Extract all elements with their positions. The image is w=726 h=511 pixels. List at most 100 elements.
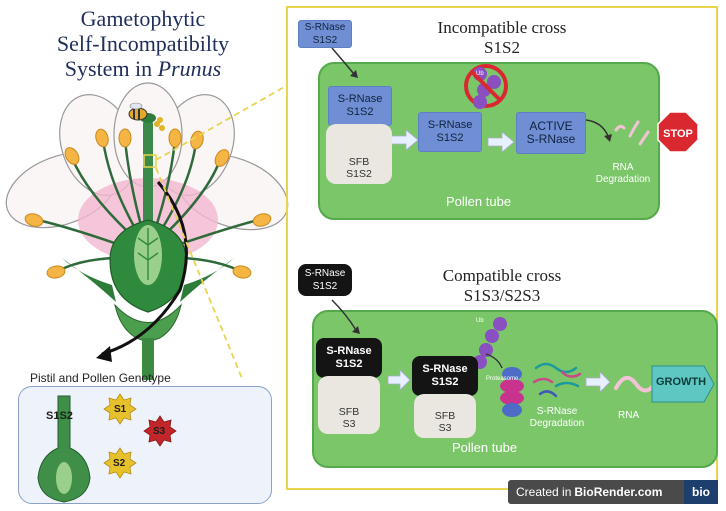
ub-prohibited-icon bbox=[464, 64, 508, 109]
rna-degradation-line2: Degradation bbox=[595, 174, 651, 185]
rna-degradation-label: RNA Degradation bbox=[588, 162, 658, 186]
rna-fragments bbox=[614, 120, 650, 146]
compatible-title-line2: S1S3/S2S3 bbox=[463, 286, 541, 305]
proteasome-icon bbox=[500, 367, 524, 417]
ubiquitin-arrow bbox=[485, 353, 503, 369]
genotype-arrow bbox=[101, 181, 188, 356]
title-genus: Prunus bbox=[157, 56, 222, 81]
ub-label: Ub bbox=[476, 318, 484, 324]
degradation-arrow bbox=[585, 119, 609, 137]
title-line-3-prefix: System in bbox=[64, 56, 158, 81]
incompatible-title: Incompatible cross S1S2 bbox=[402, 18, 602, 58]
receptacle bbox=[114, 303, 182, 343]
title-line-1: Gametophytic bbox=[80, 6, 206, 31]
incompatible-arrows bbox=[331, 47, 699, 153]
compatible-rnase-bound: S-RNase S1S2 bbox=[316, 338, 382, 378]
growth-arrow bbox=[651, 365, 715, 403]
rnase-degradation-line1: S-RNase bbox=[536, 406, 578, 417]
rnase-genotype: S1S2 bbox=[436, 132, 464, 144]
incompatible-rnase-bound: S-RNase S1S2 bbox=[328, 86, 392, 126]
diagram-title: Gametophytic Self-Incompatibilty System … bbox=[8, 6, 278, 81]
step-arrow bbox=[389, 129, 419, 151]
active-rnase: ACTIVE S-RNase bbox=[516, 112, 586, 154]
pollen-s2-icon bbox=[103, 447, 137, 479]
pistil-ovule bbox=[56, 462, 72, 494]
zoom-connector-bottom bbox=[155, 167, 244, 380]
compatible-pollen-tube-label: Pollen tube bbox=[452, 440, 518, 455]
active-name: S-RNase bbox=[526, 132, 576, 146]
rnase-fragments bbox=[532, 362, 582, 398]
genotype-arrow-head bbox=[96, 346, 112, 362]
rnase-label: S-RNase bbox=[326, 345, 372, 357]
zoom-region bbox=[143, 154, 157, 168]
ub-label: Ub bbox=[476, 71, 484, 77]
rnase-label: S-RNase bbox=[304, 268, 346, 279]
badge-brand: BioRender.com bbox=[574, 485, 663, 499]
rnase-label: S-RNase bbox=[427, 119, 473, 131]
sfb-label: SFB bbox=[434, 410, 456, 422]
badge-prefix: Created in bbox=[516, 485, 572, 499]
pollen-s1-icon bbox=[103, 393, 137, 425]
pollen-s1-label: S1 bbox=[114, 404, 127, 415]
sepal bbox=[180, 258, 234, 302]
zoom-connector-top bbox=[155, 85, 287, 161]
compatible-sfb-2: SFB S3 bbox=[414, 394, 476, 438]
stem bbox=[142, 338, 154, 380]
sepal bbox=[62, 258, 116, 302]
compatible-title: Compatible cross S1S3/S2S3 bbox=[402, 266, 602, 306]
rnase-genotype: S1S2 bbox=[335, 358, 363, 370]
rnase-label: S-RNase bbox=[337, 93, 383, 105]
pollen-s2-label: S2 bbox=[113, 458, 126, 469]
incompatible-title-line1: Incompatible cross bbox=[437, 18, 567, 37]
sfb-label: SFB bbox=[338, 406, 360, 418]
flower-illustration bbox=[5, 82, 289, 380]
rnase-label: S-RNase bbox=[422, 363, 468, 375]
sfb-genotype: S3 bbox=[438, 422, 452, 434]
step-arrow bbox=[487, 131, 515, 153]
stop-sign-icon bbox=[657, 111, 699, 153]
title-line-2: Self-Incompatibilty bbox=[56, 31, 230, 56]
pollen-s3-icon bbox=[143, 415, 177, 447]
compatible-outside-rnase: S-RNase S1S2 bbox=[298, 264, 352, 296]
rnase-genotype: S1S2 bbox=[431, 376, 459, 388]
rna-label: RNA bbox=[618, 410, 640, 421]
detail-frame bbox=[286, 6, 718, 490]
step-arrow bbox=[387, 369, 411, 391]
sfb-genotype: S3 bbox=[342, 418, 356, 430]
step-arrow bbox=[585, 371, 611, 393]
degradation-arrow-head bbox=[604, 134, 612, 142]
rnase-label: S-RNase bbox=[304, 22, 346, 33]
compatible-sfb-1: SFB S3 bbox=[318, 376, 380, 434]
rnase-genotype: S1S2 bbox=[312, 281, 338, 292]
pistil-icon bbox=[37, 395, 91, 503]
ubiquitin-chain-icon bbox=[473, 317, 507, 369]
uptake-arrow-head bbox=[350, 70, 358, 78]
compatible-rnase-targeted: S-RNase S1S2 bbox=[412, 356, 478, 396]
anthers bbox=[24, 128, 272, 279]
rna-strand bbox=[614, 376, 658, 393]
genotype-label: Pistil and Pollen Genotype bbox=[30, 371, 171, 385]
biorender-logo: bio bbox=[684, 480, 718, 504]
rnase-degradation-label: S-RNase Degradation bbox=[520, 406, 594, 430]
incompatible-title-line2: S1S2 bbox=[484, 38, 520, 57]
pistil-genotype-label: S1S2 bbox=[46, 410, 73, 422]
sfb-label: SFB bbox=[348, 156, 370, 168]
incompatible-outside-rnase: S-RNase S1S2 bbox=[298, 20, 352, 48]
rna-degradation-line1: RNA bbox=[612, 162, 634, 173]
ovule-veins bbox=[137, 228, 159, 280]
uptake-arrow-head bbox=[352, 326, 360, 334]
uptake-arrow bbox=[331, 299, 357, 331]
pollen-s3-label: S3 bbox=[153, 426, 166, 437]
title-line-3: System in Prunus bbox=[8, 56, 278, 81]
incompatible-rnase-released: S-RNase S1S2 bbox=[418, 112, 482, 152]
genotype-graphic bbox=[37, 393, 177, 503]
pollen-grains bbox=[154, 117, 165, 131]
stop-label: STOP bbox=[663, 128, 693, 140]
bee-icon bbox=[128, 102, 148, 121]
incompatible-sfb: SFB S1S2 bbox=[326, 124, 392, 184]
active-label: ACTIVE bbox=[529, 119, 573, 133]
uptake-arrow bbox=[331, 47, 355, 75]
proteasome-label: Proteasome bbox=[486, 376, 519, 382]
incompatible-pollen-tube-label: Pollen tube bbox=[446, 194, 512, 209]
